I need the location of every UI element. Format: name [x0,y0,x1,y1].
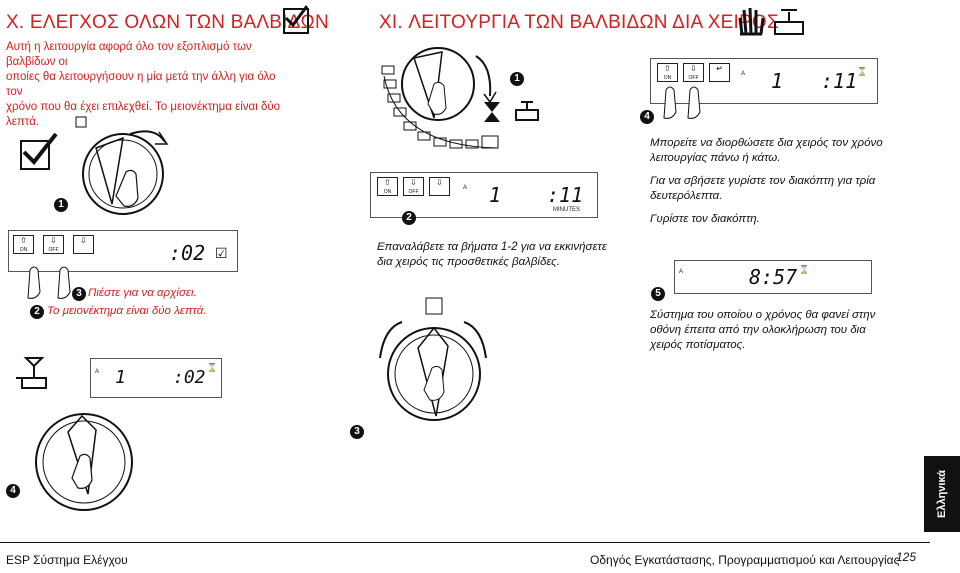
adjust-instruction: Μπορείτε να διορθώσετε δια χειρός τον χρ… [650,136,930,166]
step-3-marker: 3 [72,287,86,301]
section-x-intro: Αυτή η λειτουργία αφορά όλο τον εξοπλισμ… [6,40,286,130]
enter-button[interactable]: ↵ [709,63,730,82]
off-line: Για να σβήσετε γυρίστε τον διακόπτη για … [650,175,876,187]
lcd-clock-readout: 8:57 [749,265,798,289]
step-2-marker: 2 [30,305,44,319]
zone-label: A [679,269,684,275]
system-line: Σύστημα του οποίου ο χρόνος θα φανεί στη… [650,309,876,321]
dial-illustration-left [75,116,169,215]
intro-line: χρόνο που θα έχει επιλεχθεί. Το μειονέκτ… [6,101,281,128]
zone-label: A [741,71,746,77]
system-line: χειρός ποτίσματος. [650,339,746,351]
off-button[interactable]: ⇩OFF [43,235,64,254]
on-button[interactable]: ⇧ON [13,235,34,254]
footer-rule [0,542,930,543]
lcd-check-icon: ☑ [215,245,228,261]
step-1-marker: 1 [54,198,68,212]
enter-button[interactable]: ⇩ [73,235,94,254]
large-check-icon [20,132,58,170]
system-instruction: Σύστημα του οποίου ο χρόνος θα φανεί στη… [650,308,940,353]
check-icon [283,5,309,34]
step-2-text: Το μειονέκτημα είναι δύο λεπτά. [47,305,207,317]
lcd-time-readout: :11 [821,69,858,93]
station-number: 1 [115,367,126,388]
on-button[interactable]: ⇧ON [657,63,678,82]
step-3-marker: 3 [350,425,364,439]
step-4-marker: 4 [6,484,20,498]
intro-line: Αυτή η λειτουργία αφορά όλο τον εξοπλισμ… [6,41,252,68]
adjust-line: Μπορείτε να διορθώσετε δια χειρός τον χρ… [650,137,883,149]
valve-icon [515,101,539,121]
step-2-marker: 2 [402,211,416,225]
valve-icon [774,9,804,35]
zone-label: A [95,369,100,375]
minutes-label: MINUTES [553,207,580,213]
step-4-marker: 4 [640,110,654,124]
section-x-title: X. ΕΛΕΓΧΟΣ ΟΛΩΝ ΤΩΝ ΒΑΛΒΙΔΩΝ [6,12,329,33]
hand-icon [738,7,765,36]
enter-button[interactable]: ⇩ [429,177,450,196]
sprinkler-valve-icon [16,357,47,389]
section-xi-title: XI. ΛΕΙΤΟΥΡΓΙΑ ΤΩΝ ΒΑΛΒΙΔΩΝ ΔΙΑ ΧΕΙΡΟΣ [379,12,779,33]
lcd-time-readout: :11 [547,183,584,207]
hourglass-icon: ⌛ [857,67,867,76]
control-panel-right: ⇧ON ⇩OFF ↵ A 1 :11 ⌛ [650,58,878,104]
step-5-marker: 5 [651,287,665,301]
dial-illustration-bottom-left [35,413,133,511]
pressing-hands-icon [27,266,71,299]
control-panel-left: ⇧ON ⇩OFF ⇩ :02 ☑ [8,230,238,272]
lcd-time-readout: :02 [169,241,206,265]
lcd-panel-left-2: A 1 :02 ⌛ [90,358,222,398]
language-tab: Ελληνικά [924,456,960,532]
off-line: δευτερόλεπτα. [650,190,723,202]
step-3-text: Πιέστε για να αρχίσει. [88,287,197,299]
lcd-time-readout: :02 [173,367,206,388]
footer-left: ESP Σύστημα Ελέγχου [6,553,128,567]
station-number: 1 [489,183,502,207]
station-dial-illustration [381,47,499,149]
on-button[interactable]: ⇧ON [377,177,398,196]
off-instruction: Για να σβήσετε γυρίστε τον διακόπτη για … [650,174,930,204]
hourglass-icon: ⌛ [207,363,217,372]
page-number: 125 [896,550,917,564]
off-button[interactable]: ⇩OFF [403,177,424,196]
intro-line: οποίες θα λειτουργήσουν η μία μετά την ά… [6,71,276,98]
repeat-instruction: Επαναλάβετε τα βήματα 1-2 για να εκκινήσ… [377,240,657,270]
lcd-panel-right-bottom: A 8:57 ⌛ [674,260,872,294]
footer-center: Οδηγός Εγκατάστασης, Προγραμματισμού και… [590,553,900,567]
zone-label: A [463,185,468,191]
turn-instruction: Γυρίστε τον διακόπτη. [650,213,760,225]
adjust-line: λειτουργίας πάνω ή κάτω. [650,152,781,164]
pressing-hands-icon [663,86,701,119]
step-1-marker: 1 [510,72,524,86]
repeat-line: Επαναλάβετε τα βήματα 1-2 για να εκκινήσ… [377,241,607,253]
repeat-line: δια χειρός τις προσθετικές βαλβίδες. [377,256,560,268]
control-panel-middle: ⇧ON ⇩OFF ⇩ A 1 :11 MINUTES [370,172,598,218]
dial-illustration-middle [379,297,487,421]
system-line: οθόνη έπειτα από την ολοκλήρωση του δια [650,324,866,336]
station-number: 1 [771,69,784,93]
hourglass-icon [484,102,500,122]
off-button[interactable]: ⇩OFF [683,63,704,82]
hourglass-icon: ⌛ [799,265,809,274]
